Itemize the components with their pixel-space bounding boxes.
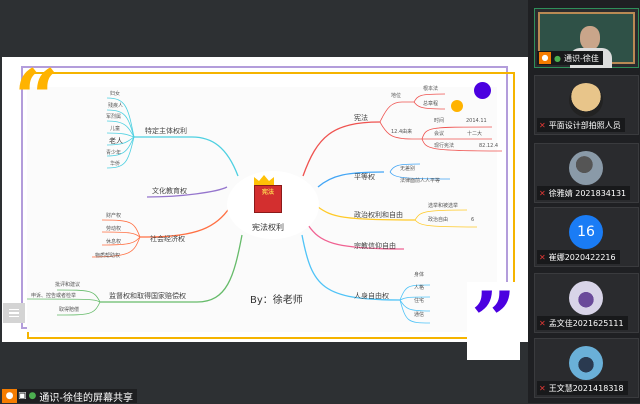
leaf[interactable]: 批评和建议 — [55, 282, 81, 288]
leaf[interactable]: 青少年 — [106, 150, 122, 156]
participant-name-tag: ✕ 王文慧2021418318 — [537, 381, 628, 395]
avatar: 16 — [569, 215, 603, 249]
leaf[interactable]: 住宅 — [414, 298, 425, 304]
branch-culture-education[interactable]: 文化教育权 — [152, 187, 187, 195]
branch-political-rights[interactable]: 政治权利和自由 — [354, 211, 403, 219]
leaf[interactable]: 儿童 — [110, 126, 121, 132]
leaf[interactable]: 劳动权 — [106, 226, 122, 232]
branch-equality[interactable]: 平等权 — [354, 173, 375, 181]
leaf[interactable]: 法律面前人人平等 — [400, 178, 441, 184]
leaf[interactable]: 政治自由 — [428, 217, 449, 223]
leaf[interactable]: 物质帮助权 — [95, 253, 121, 259]
node-status[interactable]: 地位 — [391, 93, 402, 99]
participant-tile[interactable]: ✕ 徐雅婧 2021834131 — [534, 143, 639, 203]
decorative-dot-yellow — [451, 100, 463, 112]
leaf-current-constitution-value: 82.12.4 — [479, 143, 499, 149]
open-quote-icon: “ — [14, 53, 59, 144]
node-origin[interactable]: 12.4由来 — [391, 129, 413, 135]
leaf-current-constitution[interactable]: 现行宪法 — [434, 143, 455, 149]
microphone-icon: ● — [28, 391, 37, 401]
participant-name: 徐雅婧 2021834131 — [548, 188, 627, 198]
mic-muted-icon: ✕ — [539, 383, 546, 393]
leaf[interactable]: 取得赔偿 — [59, 307, 80, 313]
participant-name: 王文慧2021418318 — [548, 383, 624, 393]
constitution-book-icon: 宪法 — [254, 185, 282, 213]
menu-icon-line — [9, 315, 19, 318]
person-icon: ● — [539, 52, 551, 64]
participant-tile[interactable]: ✕ 王文慧2021418318 — [534, 338, 639, 398]
avatar — [569, 83, 603, 117]
slide: “ ” 宪法 宪法权利 特定主体权利 妇女 残疾人 军烈属 儿童 老人 青少年 … — [2, 53, 529, 360]
screen-share-bar: ● ▣ ● 通识-徐佳的屏幕共享 — [2, 389, 137, 404]
participant-name: 平面设计部拍照人员 — [548, 120, 621, 130]
leaf[interactable]: 通信 — [414, 312, 425, 318]
avatar — [569, 346, 603, 380]
avatar — [569, 281, 603, 315]
author-byline: By：徐老师 — [250, 295, 303, 306]
leaf-meeting-value: 十二大 — [467, 131, 483, 137]
participant-tile[interactable]: ✕ 孟文佳2021625111 — [534, 273, 639, 333]
participant-tile[interactable]: ✕ 平面设计部拍照人员 — [534, 75, 639, 135]
participant-name-tag: ● ● 通识-徐佳 — [537, 51, 603, 65]
leaf-time-value: 2014.11 — [466, 118, 487, 124]
shared-screen: “ ” 宪法 宪法权利 特定主体权利 妇女 残疾人 军烈属 儿童 老人 青少年 … — [2, 53, 529, 404]
mic-muted-icon: ✕ — [539, 120, 546, 130]
mindmap-center-title: 宪法权利 — [252, 223, 284, 232]
mic-muted-icon: ✕ — [539, 188, 546, 198]
leaf[interactable]: 根本法 — [423, 86, 439, 92]
participant-face — [580, 26, 600, 50]
leaf[interactable]: 身体 — [414, 272, 425, 278]
leaf-meeting[interactable]: 会议 — [434, 131, 445, 137]
avatar — [569, 151, 603, 185]
mindmap-connectors — [26, 93, 503, 324]
leaf-value: 6 — [471, 217, 475, 223]
leaf[interactable]: 无差别 — [400, 166, 416, 172]
leaf[interactable]: 申诉、控告或者检举 — [31, 293, 77, 299]
branch-social-economic[interactable]: 社会经济权 — [150, 235, 185, 243]
participant-name: 崔娜2020422216 — [548, 252, 616, 262]
person-icon: ● — [2, 389, 17, 403]
crown-icon — [254, 175, 274, 185]
leaf[interactable]: 休息权 — [106, 239, 122, 245]
leaf[interactable]: 财产权 — [106, 213, 122, 219]
mic-muted-icon: ✕ — [539, 252, 546, 262]
participant-tile[interactable]: ● ● 通识-徐佳 — [534, 8, 639, 68]
leaf[interactable]: 总章程 — [423, 101, 439, 107]
microphone-icon: ● — [554, 53, 561, 63]
leaf[interactable]: 残疾人 — [108, 103, 124, 109]
participant-name-tag: ✕ 平面设计部拍照人员 — [537, 118, 625, 132]
share-bar-label: 通识-徐佳的屏幕共享 — [39, 392, 133, 404]
branch-personal-freedom[interactable]: 人身自由权 — [354, 292, 389, 300]
branch-special-subjects[interactable]: 特定主体权利 — [145, 127, 187, 135]
branch-constitution[interactable]: 宪法 — [354, 114, 368, 122]
leaf[interactable]: 妇女 — [110, 91, 121, 97]
leaf[interactable]: 选举和被选举 — [428, 203, 459, 209]
mic-muted-icon: ✕ — [539, 318, 546, 328]
participant-tile[interactable]: 16 ✕ 崔娜2020422216 — [534, 207, 639, 267]
participant-name-tag: ✕ 徐雅婧 2021834131 — [537, 186, 631, 200]
participant-name: 通识-徐佳 — [563, 53, 599, 63]
menu-icon-line — [9, 308, 19, 311]
close-quote-icon: ” — [467, 282, 520, 360]
menu-icon-line — [9, 312, 19, 314]
participant-name-tag: ✕ 崔娜2020422216 — [537, 250, 620, 264]
participant-name: 孟文佳2021625111 — [548, 318, 624, 328]
leaf[interactable]: 军烈属 — [106, 114, 122, 120]
screen-share-icon: ▣ — [18, 391, 27, 401]
decorative-dot-purple — [474, 82, 491, 99]
branch-supervision[interactable]: 监督权和取得国家赔偿权 — [109, 292, 186, 300]
leaf[interactable]: 老人 — [109, 137, 123, 145]
participant-sidebar[interactable]: ● ● 通识-徐佳 ✕ 平面设计部拍照人员 ✕ 徐雅婧 2021834131 1… — [528, 0, 640, 403]
leaf[interactable]: 人格 — [414, 285, 425, 291]
participant-name-tag: ✕ 孟文佳2021625111 — [537, 316, 628, 330]
branch-religious-freedom[interactable]: 宗教信仰自由 — [354, 242, 396, 250]
slide-menu-button[interactable] — [3, 303, 25, 323]
leaf-time[interactable]: 时间 — [434, 118, 445, 124]
leaf[interactable]: 华侨 — [110, 161, 121, 167]
